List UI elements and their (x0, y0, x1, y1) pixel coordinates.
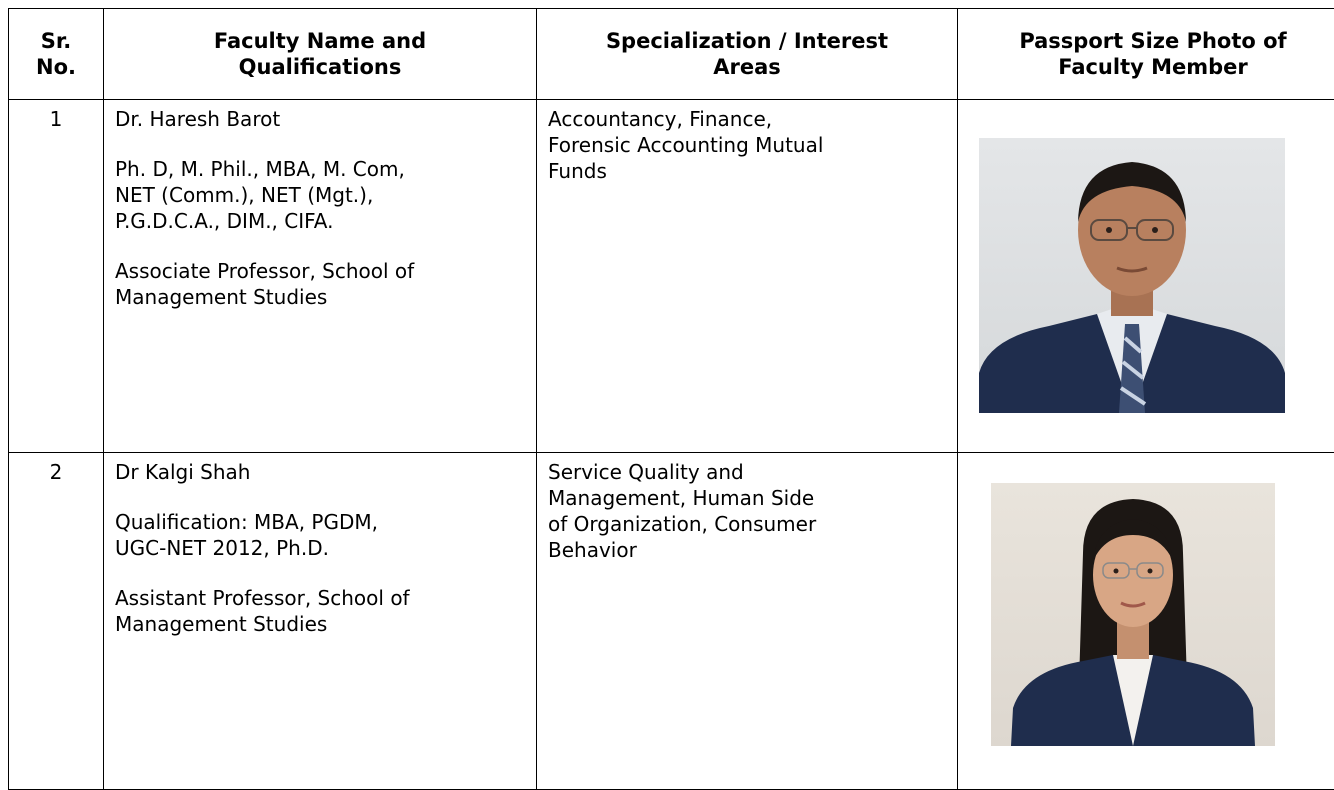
specialization-areas: Service Quality and Management, Human Si… (537, 453, 958, 790)
faculty-details: Dr Kalgi Shah Qualification: MBA, PGDM, … (104, 453, 537, 790)
table-row: 1 Dr. Haresh Barot Ph. D, M. Phil., MBA,… (9, 100, 1334, 453)
header-photo: Passport Size Photo of Faculty Member (958, 9, 1334, 100)
faculty-details: Dr. Haresh Barot Ph. D, M. Phil., MBA, M… (104, 100, 537, 453)
faculty-designation: Associate Professor, School of Managemen… (115, 258, 526, 310)
table-row: 2 Dr Kalgi Shah Qualification: MBA, PGDM… (9, 453, 1334, 790)
specialization-areas: Accountancy, Finance, Forensic Accountin… (537, 100, 958, 453)
header-specialization: Specialization / Interest Areas (537, 9, 958, 100)
faculty-photo-male-icon (979, 138, 1285, 413)
faculty-name: Dr. Haresh Barot (115, 106, 526, 132)
faculty-table: Sr. No. Faculty Name and Qualifications … (8, 8, 1334, 790)
faculty-designation: Assistant Professor, School of Managemen… (115, 585, 526, 637)
faculty-qualifications: Qualification: MBA, PGDM, UGC-NET 2012, … (115, 509, 526, 561)
table-header-row: Sr. No. Faculty Name and Qualifications … (9, 9, 1334, 100)
header-sr-no: Sr. No. (9, 9, 104, 100)
faculty-qualifications: Ph. D, M. Phil., MBA, M. Com, NET (Comm.… (115, 156, 526, 234)
sr-number: 2 (9, 453, 104, 790)
faculty-photo (979, 138, 1285, 413)
photo-cell (958, 100, 1334, 453)
faculty-name: Dr Kalgi Shah (115, 459, 526, 485)
sr-number: 1 (9, 100, 104, 453)
faculty-photo-female-icon (991, 483, 1275, 746)
faculty-photo (991, 483, 1275, 746)
header-faculty-name: Faculty Name and Qualifications (104, 9, 537, 100)
photo-cell (958, 453, 1334, 790)
